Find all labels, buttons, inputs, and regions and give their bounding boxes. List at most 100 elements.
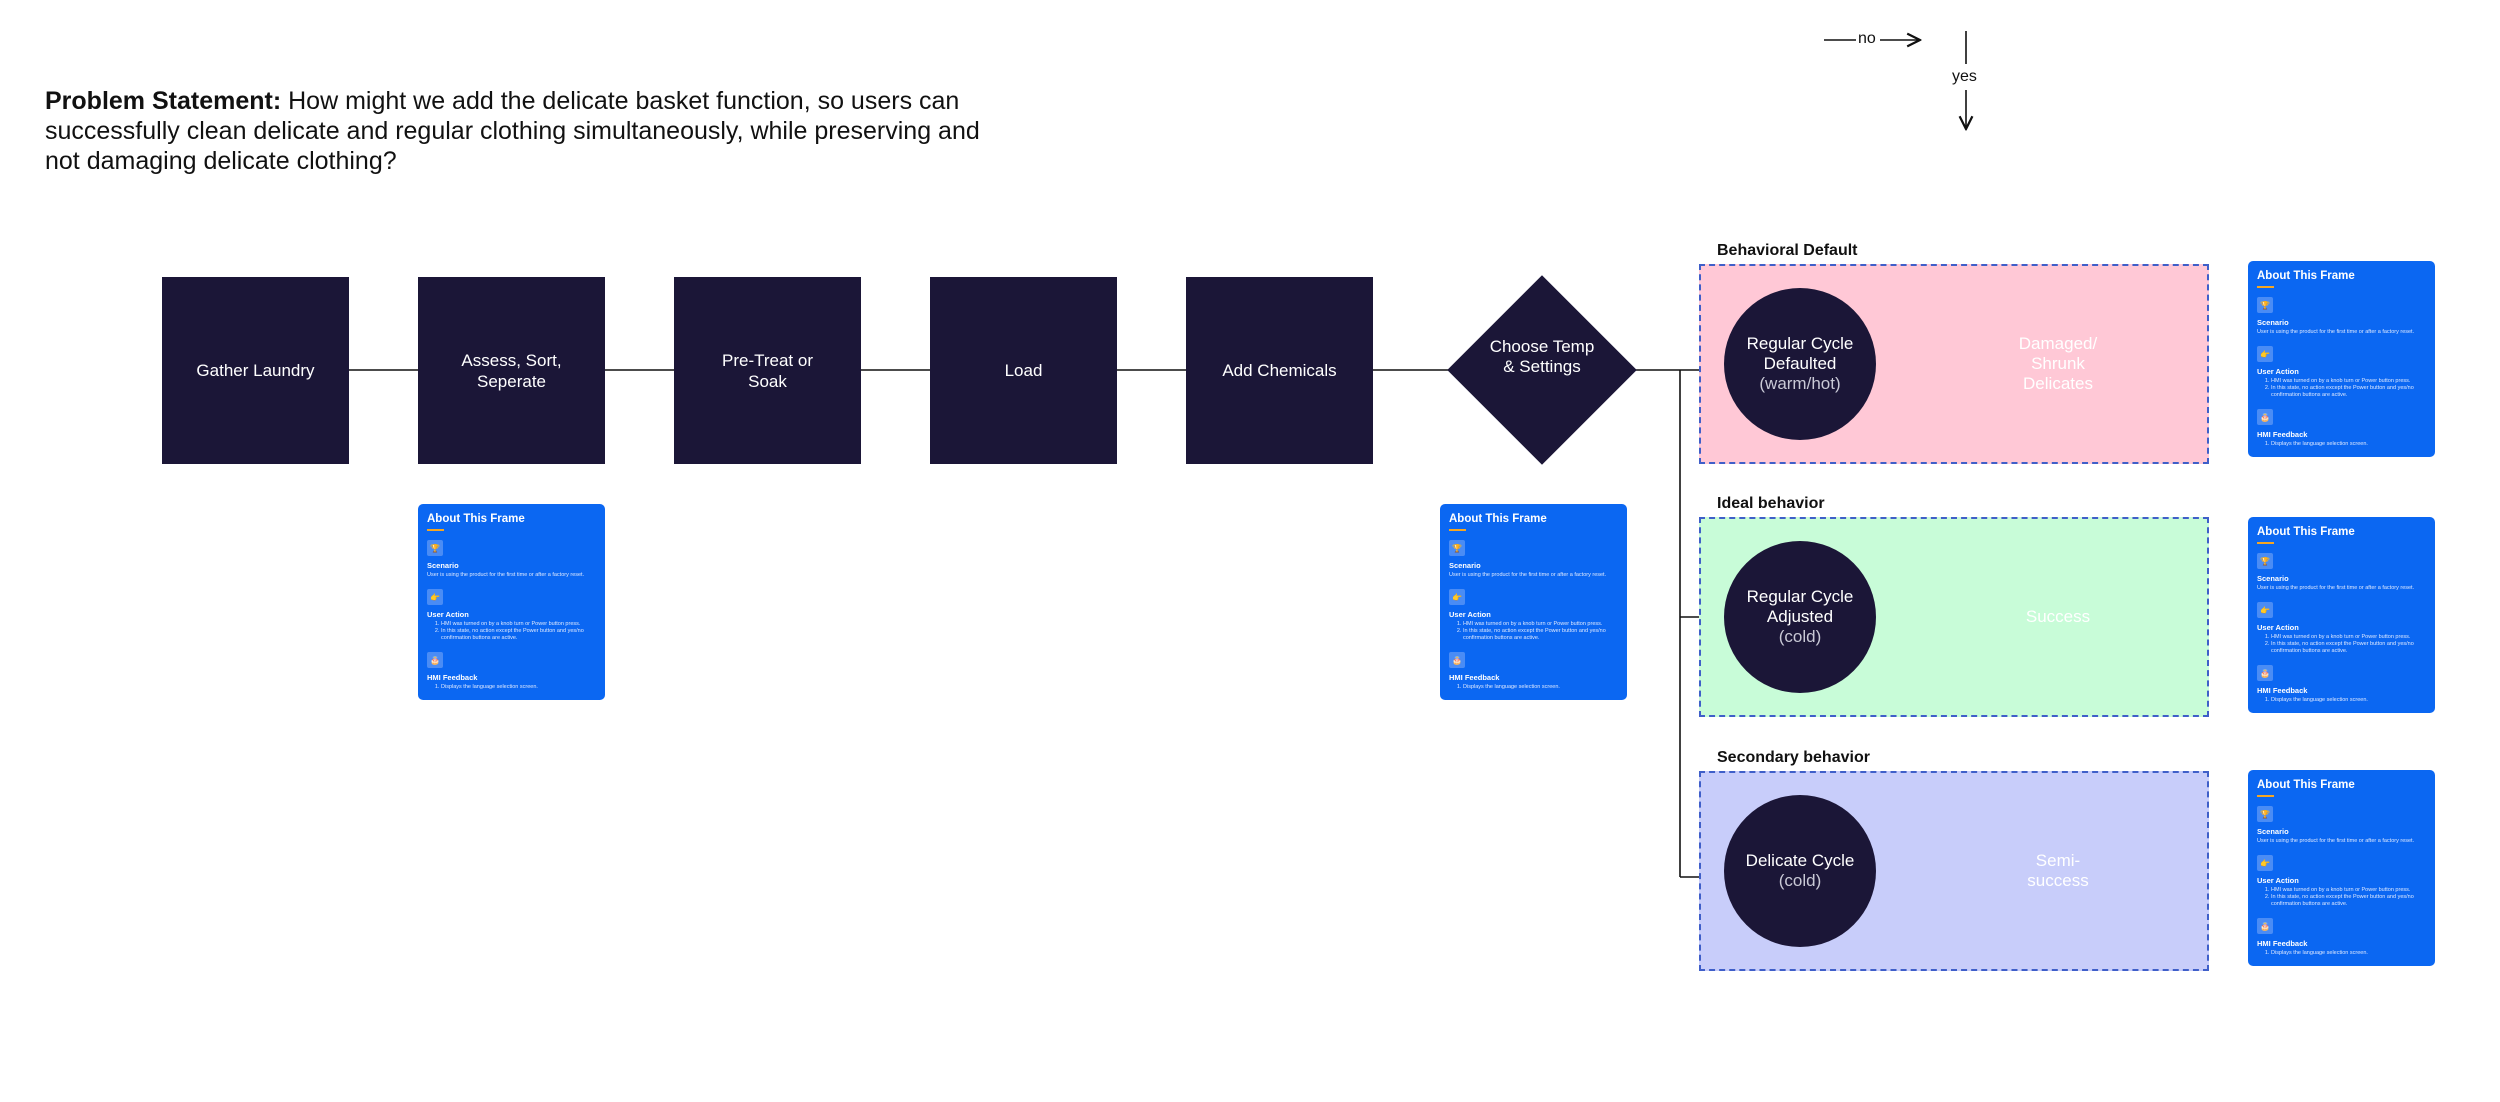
action-title: User Action <box>2257 623 2299 632</box>
cycle-label: Regular Cycle Defaulted <box>1746 334 1854 373</box>
result-label: Damaged/ Shrunk Delicates <box>2018 334 2098 393</box>
action-item: HMI was turned on by a knob turn or Powe… <box>441 621 596 628</box>
step-label: Add Chemicals <box>1222 361 1337 380</box>
action-item: In this state, no action except the Powe… <box>2271 641 2426 655</box>
scenario-text: User is using the product for the first … <box>2257 329 2415 335</box>
feedback-list: Displays the language selection screen. <box>2257 697 2426 704</box>
zone-label: Ideal behavior <box>1717 495 1825 512</box>
cycle-node[interactable]: Regular Cycle Adjusted(cold) <box>1724 541 1876 693</box>
feedback-list: Displays the language selection screen. <box>427 684 596 691</box>
trophy-icon: 🏆 <box>2257 553 2273 569</box>
feedback-list: Displays the language selection screen. <box>2257 441 2426 448</box>
feedback-item: Displays the language selection screen. <box>441 684 596 691</box>
cake-icon: 🎂 <box>2257 409 2273 425</box>
title-underline <box>1449 529 1466 531</box>
title-underline <box>2257 795 2274 797</box>
step-pretreat[interactable]: Pre-Treat or Soak <box>674 277 861 464</box>
pointing-hand-icon: 👉 <box>2257 855 2273 871</box>
zone-label: Secondary behavior <box>1717 749 1870 766</box>
feedback-title: HMI Feedback <box>427 673 478 682</box>
action-list: HMI was turned on by a knob turn or Powe… <box>2257 887 2426 908</box>
feedback-title: HMI Feedback <box>2257 686 2308 695</box>
feedback-title: HMI Feedback <box>1449 673 1500 682</box>
action-item: HMI was turned on by a knob turn or Powe… <box>2271 887 2426 894</box>
action-title: User Action <box>2257 876 2299 885</box>
pointing-hand-icon: 👉 <box>2257 346 2273 362</box>
step-add-chemicals[interactable]: Add Chemicals <box>1186 277 1373 464</box>
problem-label: Problem Statement: <box>45 87 282 115</box>
action-item: HMI was turned on by a knob turn or Powe… <box>2271 378 2426 385</box>
cycle-node[interactable]: Delicate Cycle(cold) <box>1724 795 1876 947</box>
action-item: In this state, no action except the Powe… <box>2271 385 2426 399</box>
pointing-hand-icon: 👉 <box>427 589 443 605</box>
scenario-text: User is using the product for the first … <box>427 572 585 578</box>
result-label: Semi-success <box>2027 851 2089 890</box>
zone-label: Behavioral Default <box>1717 242 1858 259</box>
cycle-label: Delicate Cycle <box>1745 851 1855 870</box>
action-title: User Action <box>427 610 469 619</box>
card-title: About This Frame <box>2257 270 2355 282</box>
step-load[interactable]: Load <box>930 277 1117 464</box>
step-label: Gather Laundry <box>196 361 315 380</box>
card-title: About This Frame <box>2257 779 2355 791</box>
step-label: Assess, Sort, Seperate <box>461 350 562 391</box>
card-title: About This Frame <box>1449 513 1547 525</box>
feedback-item: Displays the language selection screen. <box>1463 684 1618 691</box>
problem-text: How might we add the delicate basket fun… <box>45 87 980 175</box>
scenario-title: Scenario <box>2257 574 2289 583</box>
result-node[interactable]: Damaged/ Shrunk Delicates <box>1944 323 2172 405</box>
cycle-node[interactable]: Regular Cycle Defaulted(warm/hot) <box>1724 288 1876 440</box>
action-title: User Action <box>1449 610 1491 619</box>
feedback-list: Displays the language selection screen. <box>1449 684 1618 691</box>
cycle-temp: (cold) <box>1778 627 1822 646</box>
action-item: HMI was turned on by a knob turn or Powe… <box>2271 634 2426 641</box>
feedback-title: HMI Feedback <box>2257 939 2308 948</box>
feedback-list: Displays the language selection screen. <box>2257 950 2426 957</box>
action-item: HMI was turned on by a knob turn or Powe… <box>1463 621 1618 628</box>
feedback-item: Displays the language selection screen. <box>2271 697 2426 704</box>
action-item: In this state, no action except the Powe… <box>1463 628 1618 642</box>
step-gather-laundry[interactable]: Gather Laundry <box>162 277 349 464</box>
feedback-title: HMI Feedback <box>2257 430 2308 439</box>
trophy-icon: 🏆 <box>2257 297 2273 313</box>
problem-statement: Problem Statement: How might we add the … <box>45 86 985 176</box>
action-list: HMI was turned on by a knob turn or Powe… <box>2257 634 2426 655</box>
cycle-temp: (warm/hot) <box>1759 374 1841 393</box>
pointing-hand-icon: 👉 <box>2257 602 2273 618</box>
legend-no: no <box>1858 30 1876 47</box>
title-underline <box>2257 286 2274 288</box>
action-item: In this state, no action except the Powe… <box>2271 894 2426 908</box>
step-assess-sort[interactable]: Assess, Sort, Seperate <box>418 277 605 464</box>
action-title: User Action <box>2257 367 2299 376</box>
legend-yes: yes <box>1952 68 1977 85</box>
cycle-temp: (cold) <box>1778 871 1822 890</box>
cake-icon: 🎂 <box>2257 665 2273 681</box>
action-item: In this state, no action except the Powe… <box>441 628 596 642</box>
result-label: Success <box>2025 607 2091 626</box>
feedback-item: Displays the language selection screen. <box>2271 950 2426 957</box>
cake-icon: 🎂 <box>1449 652 1465 668</box>
action-list: HMI was turned on by a knob turn or Powe… <box>2257 378 2426 399</box>
card-title: About This Frame <box>427 513 525 525</box>
trophy-icon: 🏆 <box>2257 806 2273 822</box>
decision-label: Choose Temp & Settings <box>1489 337 1595 376</box>
scenario-title: Scenario <box>427 561 459 570</box>
action-list: HMI was turned on by a knob turn or Powe… <box>427 621 596 642</box>
result-node[interactable]: Semi-success <box>1944 830 2172 912</box>
result-node[interactable]: Success <box>1944 576 2172 658</box>
step-label: Pre-Treat or Soak <box>721 350 813 391</box>
title-underline <box>427 529 444 531</box>
scenario-text: User is using the product for the first … <box>1449 572 1607 578</box>
trophy-icon: 🏆 <box>427 540 443 556</box>
scenario-title: Scenario <box>1449 561 1481 570</box>
cake-icon: 🎂 <box>427 652 443 668</box>
action-list: HMI was turned on by a knob turn or Powe… <box>1449 621 1618 642</box>
card-title: About This Frame <box>2257 526 2355 538</box>
cycle-label: Regular Cycle Adjusted <box>1746 587 1854 626</box>
cake-icon: 🎂 <box>2257 918 2273 934</box>
